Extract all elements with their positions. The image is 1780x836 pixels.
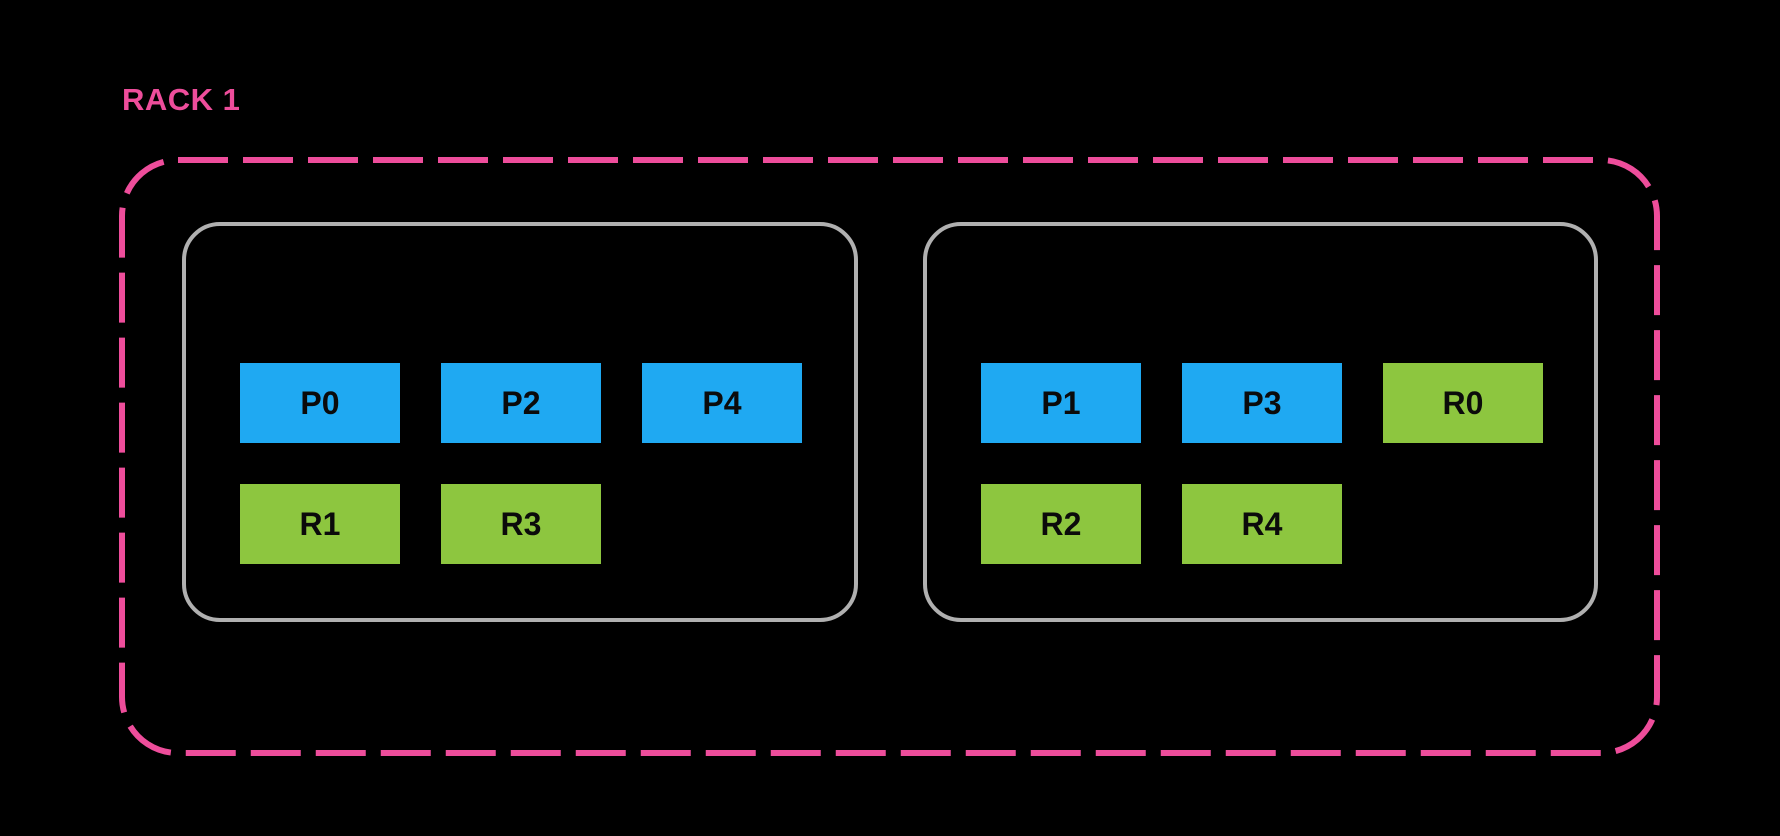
shard-box: R0 — [1383, 363, 1543, 443]
shard-box: P1 — [981, 363, 1141, 443]
shard-box: P2 — [441, 363, 601, 443]
node-2-row-2: R2 R4 — [981, 484, 1543, 564]
node-2-row-1: P1 P3 R0 — [981, 363, 1543, 443]
node-2-shards: P1 P3 R0 R2 R4 — [981, 363, 1543, 564]
shard-box: R3 — [441, 484, 601, 564]
shard-box: P3 — [1182, 363, 1342, 443]
shard-box: R1 — [240, 484, 400, 564]
node-1-row-2: R1 R3 — [240, 484, 802, 564]
shard-box: R2 — [981, 484, 1141, 564]
node-2: P1 P3 R0 R2 R4 — [923, 222, 1598, 622]
node-1: P0 P2 P4 R1 R3 — [182, 222, 858, 622]
shard-box: P4 — [642, 363, 802, 443]
shard-box: P0 — [240, 363, 400, 443]
rack-title: RACK 1 — [122, 82, 241, 117]
node-1-row-1: P0 P2 P4 — [240, 363, 802, 443]
node-1-shards: P0 P2 P4 R1 R3 — [240, 363, 802, 564]
shard-box: R4 — [1182, 484, 1342, 564]
